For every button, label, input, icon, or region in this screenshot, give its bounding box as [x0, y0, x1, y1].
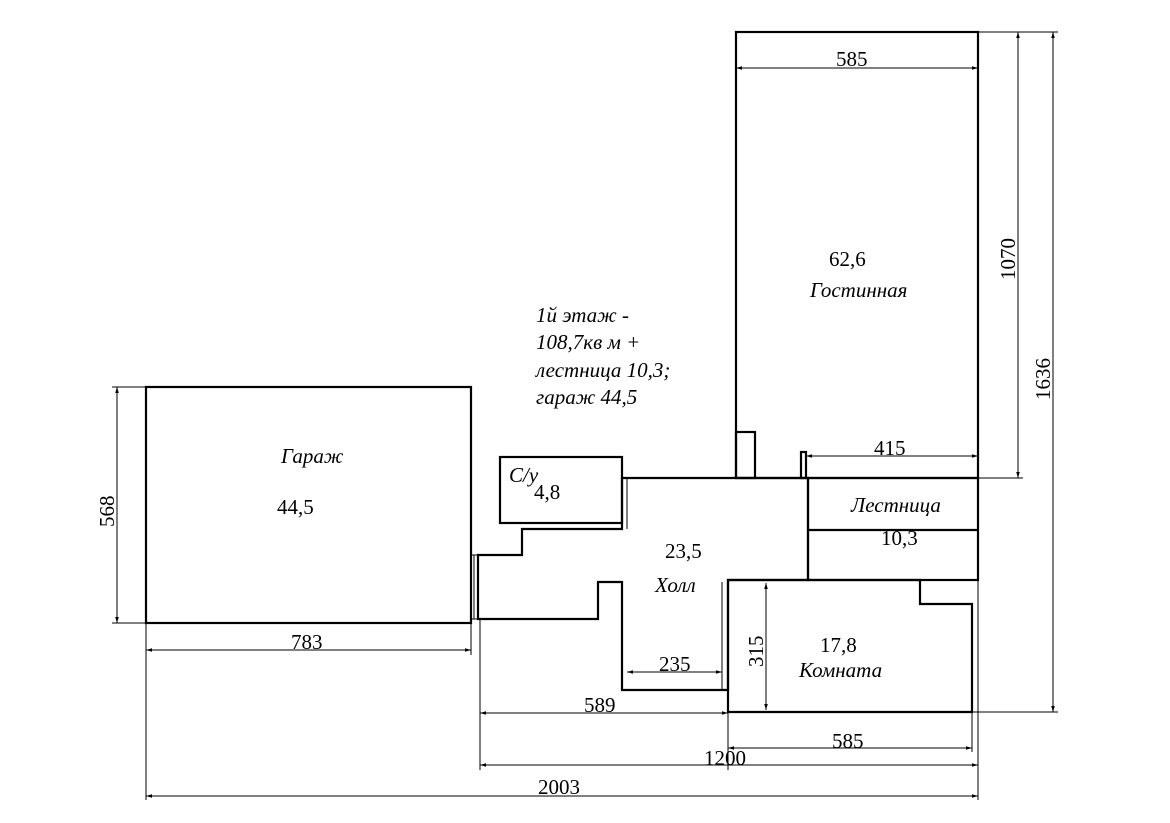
dim-room-width: 585	[832, 729, 864, 753]
dim-hall-width: 589	[584, 693, 616, 717]
garage-name: Гараж	[280, 444, 344, 468]
hall-inner-lines	[471, 478, 723, 690]
bedroom-name: Комната	[798, 658, 882, 682]
stairs-area: 10,3	[881, 526, 918, 550]
dimension-lines	[112, 31, 1058, 800]
dim-stairs-width: 415	[874, 436, 906, 460]
floor-note-line: лестница 10,3;	[535, 358, 670, 382]
garage-room	[144, 385, 473, 625]
bathroom-name: С/у	[509, 463, 539, 487]
dim-room-depth: 315	[744, 636, 768, 668]
dim-hall-passage: 235	[659, 652, 691, 676]
dim-garage-width: 783	[291, 630, 323, 654]
dim-total-width: 2003	[538, 775, 580, 799]
living-name: Гостинная	[809, 278, 907, 302]
dim-living-width: 585	[836, 47, 868, 71]
dim-total-depth: 1636	[1031, 358, 1055, 400]
bedroom-area: 17,8	[820, 633, 857, 657]
living-wall-pier	[799, 450, 808, 480]
living-area: 62,6	[829, 247, 866, 271]
floor-note-line: 1й этаж -	[536, 303, 629, 327]
bathroom-area: 4,8	[534, 480, 560, 504]
floor-note-line: гараж 44,5	[536, 385, 637, 409]
dim-living-depth: 1070	[996, 238, 1020, 280]
stairs-name: Лестница	[850, 493, 941, 517]
dim-garage-depth: 568	[95, 496, 119, 528]
hall-name: Холл	[654, 573, 696, 597]
living-wall-pier	[734, 430, 757, 480]
hall-area: 23,5	[665, 539, 702, 563]
garage-area: 44,5	[277, 495, 314, 519]
floor-note-line: 108,7кв м +	[536, 330, 640, 354]
dim-house-width: 1200	[704, 746, 746, 770]
